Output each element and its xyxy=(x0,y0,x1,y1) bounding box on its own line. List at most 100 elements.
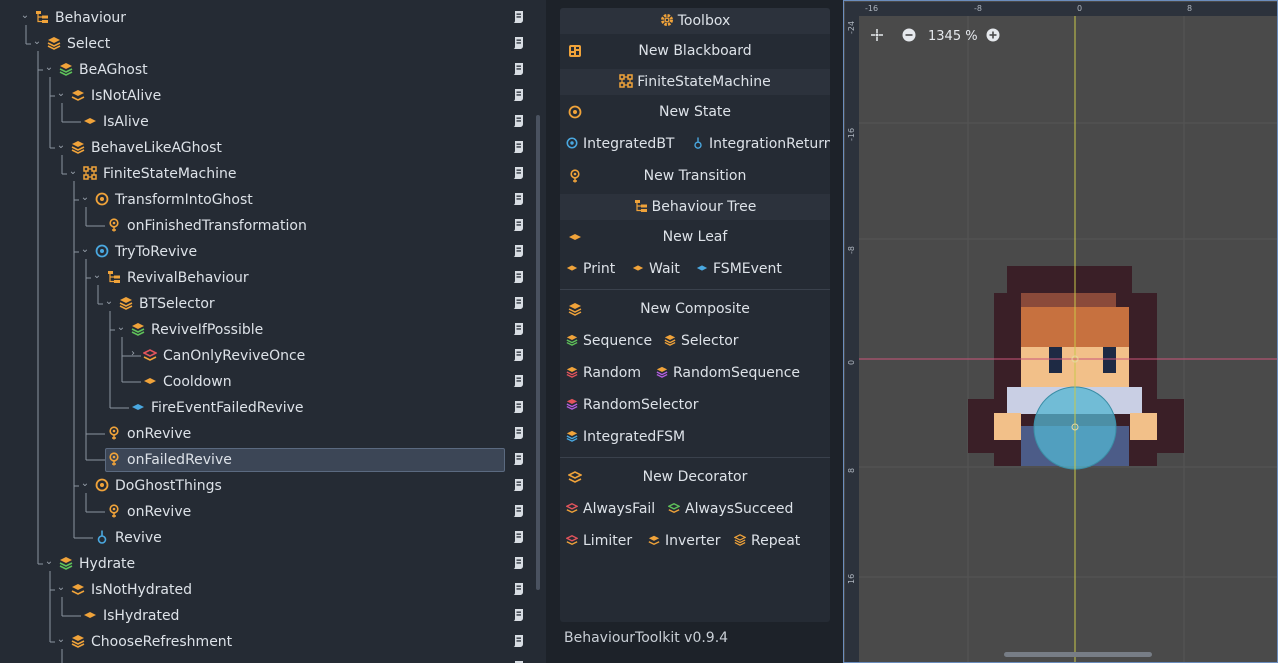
new-decorator-button[interactable]: New Decorator xyxy=(560,463,830,491)
tree-item[interactable]: onRevive xyxy=(0,499,546,525)
chevron-down-icon[interactable]: ⌄ xyxy=(92,270,102,281)
new-state-button[interactable]: New State xyxy=(560,98,830,126)
tree-item[interactable]: ⌄BehaveLikeAGhost xyxy=(0,135,546,161)
always-fail-button[interactable]: AlwaysFail xyxy=(566,495,655,523)
always-succeed-button[interactable]: AlwaysSucceed xyxy=(668,495,793,523)
script-icon[interactable] xyxy=(511,296,525,310)
tree-item[interactable]: FireEventFailedRevive xyxy=(0,395,546,421)
script-icon[interactable] xyxy=(511,530,525,544)
tree-item[interactable]: Revive xyxy=(0,525,546,551)
chevron-down-icon[interactable]: ⌄ xyxy=(80,192,90,203)
tree-item[interactable]: onRevive xyxy=(0,421,546,447)
chevron-down-icon[interactable]: ⌄ xyxy=(56,582,66,593)
script-icon[interactable] xyxy=(511,192,525,206)
tree-item[interactable]: IsAlive xyxy=(0,109,546,135)
script-icon[interactable] xyxy=(511,244,525,258)
chevron-down-icon[interactable]: ⌄ xyxy=(80,478,90,489)
tree-item[interactable]: ⌄TransformIntoGhost xyxy=(0,187,546,213)
character-sprite[interactable] xyxy=(968,266,1184,470)
tree-item[interactable]: ⌄BeAGhost xyxy=(0,57,546,83)
tree-item[interactable]: ›CanOnlyReviveOnce xyxy=(0,343,546,369)
new-blackboard-button[interactable]: New Blackboard xyxy=(560,37,830,65)
zoom-out-button[interactable] xyxy=(902,27,916,47)
random-sequence-button[interactable]: RandomSequence xyxy=(656,359,800,387)
chevron-down-icon[interactable]: ⌄ xyxy=(20,10,30,21)
script-icon[interactable] xyxy=(511,504,525,518)
tree-item[interactable]: ⌄DoGhostThings xyxy=(0,473,546,499)
tree-item[interactable]: ⌄ChooseRefreshment xyxy=(0,629,546,655)
inverter-button[interactable]: Inverter xyxy=(648,527,721,555)
limiter-button[interactable]: Limiter xyxy=(566,527,632,555)
tree-item[interactable]: onFailedRevive xyxy=(0,447,546,473)
2d-viewport[interactable]: -16 -8 0 8 -24 -16 -8 0 8 16 1345 % xyxy=(843,0,1278,663)
script-icon[interactable] xyxy=(511,348,525,362)
tree-item[interactable]: onFinishedTransformation xyxy=(0,213,546,239)
script-icon[interactable] xyxy=(511,218,525,232)
chevron-down-icon[interactable]: ⌄ xyxy=(44,556,54,567)
script-icon[interactable] xyxy=(511,478,525,492)
script-icon[interactable] xyxy=(511,140,525,154)
chevron-right-icon[interactable]: › xyxy=(131,348,135,359)
script-icon[interactable] xyxy=(511,270,525,284)
center-view-button[interactable] xyxy=(870,27,884,47)
script-icon[interactable] xyxy=(511,400,525,414)
print-button[interactable]: Print xyxy=(566,255,615,283)
tree-item[interactable]: ⌄ReviveIfPossible xyxy=(0,317,546,343)
script-icon[interactable] xyxy=(511,582,525,596)
tree-item[interactable]: ⌄RevivalBehaviour xyxy=(0,265,546,291)
integrated-fsm-button[interactable]: IntegratedFSM xyxy=(566,423,685,451)
chevron-down-icon[interactable]: ⌄ xyxy=(116,322,126,333)
panel-splitter[interactable] xyxy=(546,0,555,663)
viewport-canvas[interactable] xyxy=(844,1,1278,663)
tree-item[interactable]: ⌄BTSelector xyxy=(0,291,546,317)
script-icon[interactable] xyxy=(511,556,525,570)
script-icon[interactable] xyxy=(511,374,525,388)
chevron-down-icon[interactable]: ⌄ xyxy=(56,140,66,151)
script-icon[interactable] xyxy=(511,10,525,24)
viewport-horizontal-scrollbar[interactable] xyxy=(1004,652,1152,657)
script-icon[interactable] xyxy=(511,634,525,648)
zoom-level[interactable]: 1345 % xyxy=(928,29,978,44)
new-composite-button[interactable]: New Composite xyxy=(560,295,830,323)
new-leaf-button[interactable]: New Leaf xyxy=(560,223,830,251)
tree-item[interactable]: ⌄Behaviour xyxy=(0,5,546,31)
integration-return-button[interactable]: IntegrationReturn xyxy=(692,130,830,158)
tree-item[interactable] xyxy=(0,655,546,663)
script-icon[interactable] xyxy=(511,322,525,336)
tree-item[interactable]: ⌄IsNotHydrated xyxy=(0,577,546,603)
sequence-button[interactable]: Sequence xyxy=(566,327,652,355)
random-selector-button[interactable]: RandomSelector xyxy=(566,391,698,419)
script-icon[interactable] xyxy=(511,452,525,466)
integrated-bt-button[interactable]: IntegratedBT xyxy=(566,130,674,158)
chevron-down-icon[interactable]: ⌄ xyxy=(80,244,90,255)
fsm-event-button[interactable]: FSMEvent xyxy=(696,255,782,283)
panel-splitter[interactable] xyxy=(832,0,843,663)
script-icon[interactable] xyxy=(511,114,525,128)
tree-item[interactable]: ⌄Select xyxy=(0,31,546,57)
random-button[interactable]: Random xyxy=(566,359,641,387)
wait-button[interactable]: Wait xyxy=(632,255,680,283)
script-icon[interactable] xyxy=(511,88,525,102)
script-icon[interactable] xyxy=(511,62,525,76)
chevron-down-icon[interactable]: ⌄ xyxy=(56,634,66,645)
selector-button[interactable]: Selector xyxy=(664,327,739,355)
chevron-down-icon[interactable]: ⌄ xyxy=(44,62,54,73)
tree-item[interactable]: IsHydrated xyxy=(0,603,546,629)
repeat-button[interactable]: Repeat xyxy=(734,527,800,555)
tree-item[interactable]: ⌄TryToRevive xyxy=(0,239,546,265)
tree-item[interactable]: ⌄IsNotAlive xyxy=(0,83,546,109)
script-icon[interactable] xyxy=(511,166,525,180)
pivot-marker[interactable] xyxy=(1071,423,1079,431)
chevron-down-icon[interactable]: ⌄ xyxy=(68,166,78,177)
tree-scrollbar[interactable] xyxy=(535,0,541,663)
zoom-in-button[interactable] xyxy=(986,27,1000,47)
tree-item[interactable]: Cooldown xyxy=(0,369,546,395)
chevron-down-icon[interactable]: ⌄ xyxy=(56,88,66,99)
chevron-down-icon[interactable]: ⌄ xyxy=(32,36,42,47)
script-icon[interactable] xyxy=(511,36,525,50)
tree-item[interactable]: ⌄FiniteStateMachine xyxy=(0,161,546,187)
new-transition-button[interactable]: New Transition xyxy=(560,162,830,190)
tree-scrollbar-thumb[interactable] xyxy=(536,115,540,590)
chevron-down-icon[interactable]: ⌄ xyxy=(104,296,114,307)
tree-item[interactable]: ⌄Hydrate xyxy=(0,551,546,577)
